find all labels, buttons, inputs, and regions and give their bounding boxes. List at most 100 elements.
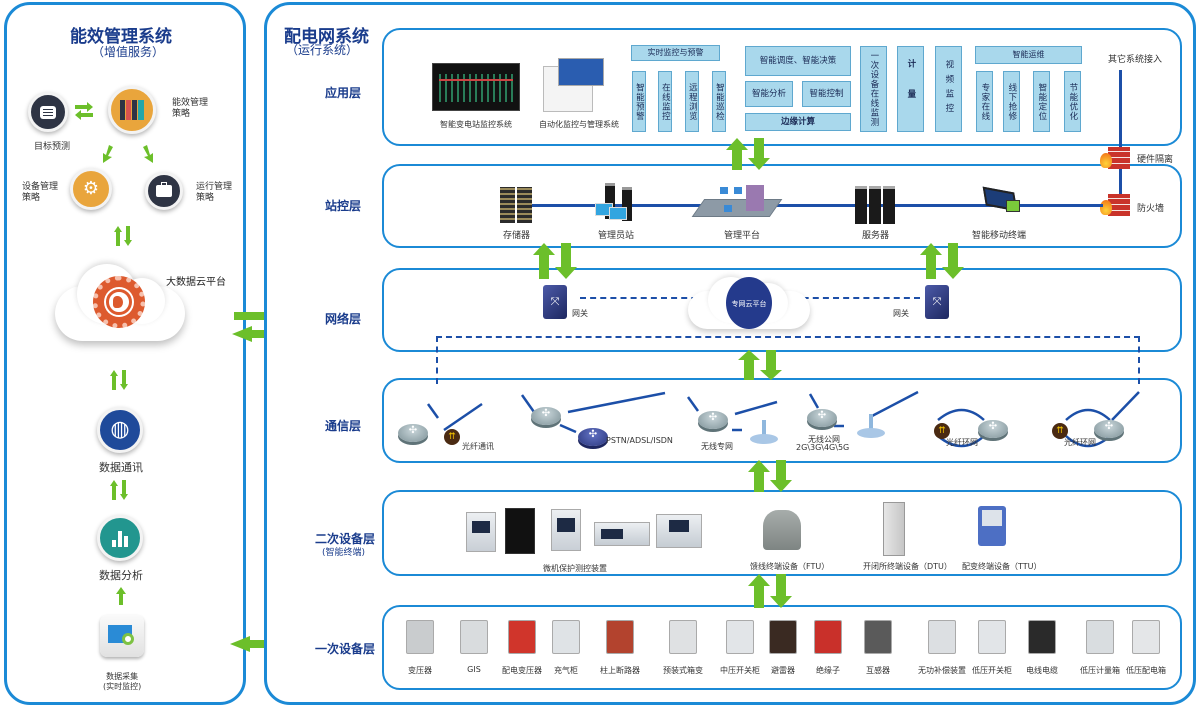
video-monitor-box: 视频监控 bbox=[935, 46, 962, 132]
primary-online-monitor-box: 一次设备在线监测 bbox=[860, 46, 887, 132]
dtu-icon bbox=[883, 502, 905, 556]
primary-device-label: 配电变压器 bbox=[502, 666, 542, 675]
fiber-ring-label: 光纤环网 bbox=[1064, 438, 1096, 447]
equipment-strategy-label: 设备管理 策略 bbox=[22, 182, 59, 203]
up-down-arrows-icon bbox=[110, 480, 128, 500]
online-monitor-box: 在线监控 bbox=[658, 71, 672, 132]
primary-layer-label: 一次设备层 bbox=[315, 642, 376, 656]
primary-device-label: 低压配电箱 bbox=[1126, 666, 1166, 675]
metering-box: 计量 bbox=[897, 46, 924, 132]
primary-device-icon bbox=[769, 620, 797, 654]
primary-device-icon bbox=[864, 620, 892, 654]
management-platform-icon bbox=[691, 183, 783, 223]
ftu-label: 馈线终端设备（FTU） bbox=[750, 562, 830, 571]
gateway-left-label: 网关 bbox=[572, 309, 588, 318]
big-data-cloud bbox=[55, 258, 185, 348]
remote-browse-box: 远程浏览 bbox=[685, 71, 699, 132]
fiber-optic-icon: ⇈ bbox=[934, 423, 950, 439]
down-arrow-icon bbox=[103, 145, 113, 163]
ttu-label: 配变终端设备（TTU） bbox=[962, 562, 1042, 571]
data-comm-node: ◍ bbox=[97, 407, 143, 453]
primary-device-icon bbox=[1086, 620, 1114, 654]
target-forecast-node bbox=[28, 92, 68, 132]
primary-device-icon bbox=[669, 620, 697, 654]
exchange-arrows-icon bbox=[75, 102, 93, 120]
mobile-terminal-icon bbox=[980, 186, 1024, 216]
energy-management-subtitle: （增值服务） bbox=[92, 45, 165, 59]
fiber-optic-icon: ⇈ bbox=[1052, 423, 1068, 439]
globe-gear-icon bbox=[93, 276, 145, 328]
smart-ops-header: 智能运维 bbox=[975, 46, 1082, 64]
up-down-arrows-icon bbox=[748, 460, 792, 492]
substation-monitor-screenshot bbox=[432, 63, 520, 111]
up-down-arrows-icon bbox=[533, 243, 577, 279]
primary-device-label: GIS bbox=[467, 665, 481, 674]
primary-device-icon bbox=[460, 620, 488, 654]
other-system-link bbox=[1119, 70, 1122, 208]
edge-computing-box: 边缘计算 bbox=[745, 113, 851, 131]
equipment-strategy-node: ⚙ bbox=[70, 168, 112, 210]
primary-device-label: 无功补偿装置 bbox=[918, 666, 966, 675]
primary-device-icon bbox=[978, 620, 1006, 654]
pstn-label: PSTN/ADSL/ISDN bbox=[606, 436, 673, 445]
offline-repair-box: 线下抢修 bbox=[1003, 71, 1020, 132]
server-label: 服务器 bbox=[862, 231, 890, 241]
primary-device-icon bbox=[552, 620, 580, 654]
primary-device-icon bbox=[814, 620, 842, 654]
smart-locate-box: 智能定位 bbox=[1033, 71, 1050, 132]
storage-label: 存储器 bbox=[503, 231, 531, 241]
data-analysis-node bbox=[97, 515, 143, 561]
private-cloud bbox=[688, 275, 810, 333]
private-cloud-label: 专网云平台 bbox=[731, 300, 767, 308]
energy-management-title: 能效管理系统 bbox=[70, 27, 172, 47]
energy-optimize-box: 节能优化 bbox=[1064, 71, 1081, 132]
operation-strategy-label: 运行管理 策略 bbox=[196, 182, 233, 203]
data-analysis-label: 数据分析 bbox=[99, 569, 143, 582]
gears-icon: ⚙ bbox=[82, 178, 100, 199]
secondary-layer-sublabel: (智能终端) bbox=[322, 548, 366, 558]
smart-dispatch-box: 智能调度、智能决策 bbox=[745, 46, 851, 76]
primary-device-label: 变压器 bbox=[408, 666, 432, 675]
primary-device-label: 柱上断路器 bbox=[600, 666, 640, 675]
firewall-icon bbox=[1100, 194, 1130, 216]
data-comm-label: 数据通讯 bbox=[99, 461, 143, 474]
communication-layer-label: 通信层 bbox=[325, 419, 362, 433]
wireless-public-gen-label: 2G\3G\4G\5G bbox=[796, 443, 850, 452]
admin-station-label: 管理员站 bbox=[598, 231, 635, 241]
application-layer-label: 应用层 bbox=[325, 86, 362, 100]
up-down-arrows-icon bbox=[114, 226, 132, 246]
automation-monitor-label: 自动化监控与管理系统 bbox=[539, 120, 619, 129]
communication-links bbox=[417, 390, 1140, 448]
primary-device-icon bbox=[1132, 620, 1160, 654]
gateway-left-icon: ⤧ bbox=[543, 285, 567, 319]
wireless-tower-icon bbox=[750, 420, 778, 444]
fiber-ring-label: 光纤环网 bbox=[946, 438, 978, 447]
expert-online-box: 专家在线 bbox=[976, 71, 993, 132]
router-icon bbox=[531, 407, 561, 425]
briefcase-icon bbox=[156, 182, 172, 197]
fiber-optic-icon: ⇈ bbox=[444, 429, 460, 445]
other-system-access-label: 其它系统接入 bbox=[1108, 55, 1163, 65]
router-icon bbox=[1094, 420, 1124, 438]
efficiency-strategy-node bbox=[108, 86, 156, 134]
smart-patrol-box: 智能巡检 bbox=[712, 71, 726, 132]
router-icon bbox=[978, 420, 1008, 438]
distribution-network-title: 配电网系统 bbox=[284, 27, 369, 47]
up-down-arrows-icon bbox=[738, 350, 782, 380]
protection-device-icon bbox=[594, 522, 650, 546]
primary-device-icon bbox=[406, 620, 434, 654]
primary-device-label: 预装式箱变 bbox=[663, 666, 703, 675]
hardware-isolation-firewall-icon bbox=[1100, 147, 1130, 169]
up-arrow-icon bbox=[116, 587, 126, 605]
primary-device-label: 低压计量箱 bbox=[1080, 666, 1120, 675]
ttu-icon bbox=[978, 506, 1006, 546]
pstn-router-icon bbox=[578, 428, 608, 446]
target-forecast-label: 目标预测 bbox=[34, 142, 71, 152]
comm-backbone-right bbox=[1138, 336, 1140, 384]
substation-monitor-label: 智能变电站监控系统 bbox=[440, 120, 512, 129]
gateway-right-icon: ⤧ bbox=[925, 285, 949, 319]
comm-backbone-left bbox=[436, 336, 438, 384]
up-down-arrows-icon bbox=[920, 243, 964, 279]
automation-monitor-window bbox=[558, 58, 604, 86]
wireless-public-label: 无线公网 bbox=[808, 435, 840, 444]
